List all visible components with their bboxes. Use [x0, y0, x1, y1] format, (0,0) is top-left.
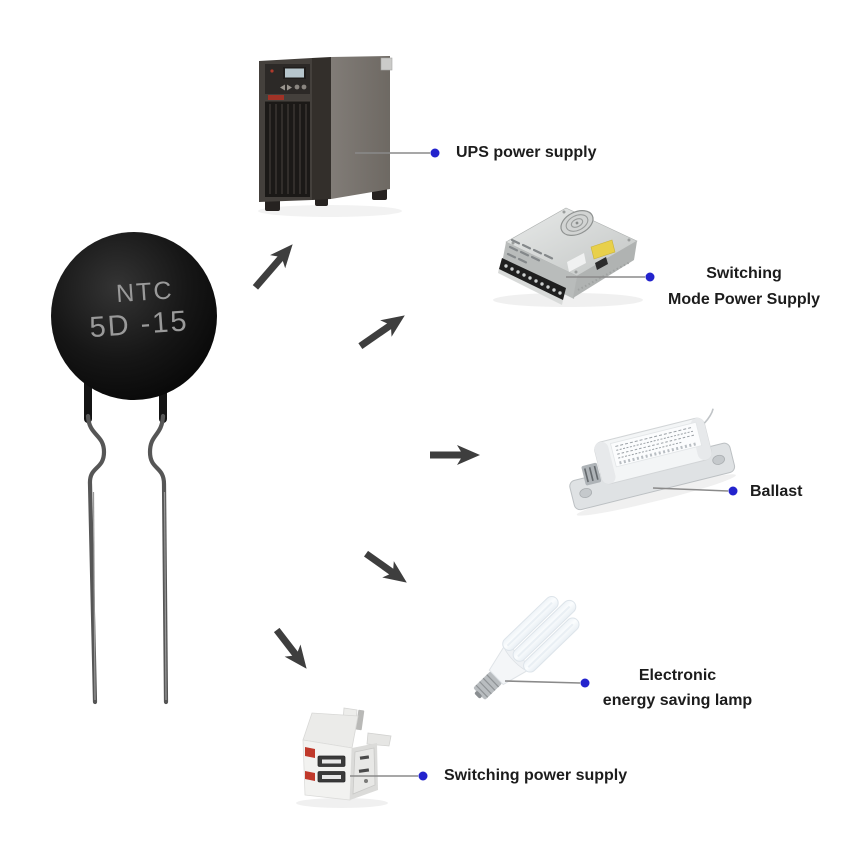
lamp-label-line2: energy saving lamp	[602, 692, 753, 709]
lamp-connector-dot	[580, 678, 590, 688]
ups-side-sticker	[380, 57, 393, 71]
arrow-to-plug	[273, 627, 307, 669]
thermistor-disc	[51, 232, 217, 400]
lamp-screw-base	[473, 672, 502, 700]
thermistor-lead-right	[147, 413, 169, 705]
plug-red-slider-top	[305, 747, 315, 758]
smps-fan-grille	[560, 210, 594, 236]
plug-label: Switching power supply	[444, 767, 628, 784]
arrow-to-ups	[252, 244, 293, 290]
lamp-label-line1: Electronic	[638, 667, 717, 684]
lamp-tubes	[502, 595, 580, 673]
smps-warning-label	[590, 239, 616, 260]
arrows	[252, 244, 480, 669]
smps-label: Switching Mode Power Supply	[654, 261, 834, 313]
ups-device-illustration	[258, 56, 402, 217]
ballast-connector-line	[652, 487, 729, 492]
smps-device-illustration	[493, 207, 643, 307]
lamp-connector-line	[504, 680, 581, 684]
lamp-label: Electronic energy saving lamp	[585, 663, 770, 713]
ups-lcd-display	[285, 68, 304, 78]
plug-connector-dot	[418, 771, 428, 781]
connector-dots	[418, 148, 738, 781]
thermistor-marking-line2: 5D -15	[89, 305, 190, 344]
plug-usb-ports	[317, 755, 346, 783]
arrow-to-lamp	[363, 550, 407, 583]
ballast-label: Ballast	[750, 483, 803, 500]
ballast-illustration	[569, 408, 736, 516]
plug-adapter-illustration	[296, 707, 392, 808]
plug-prong	[355, 709, 365, 731]
smps-connector-dot	[645, 272, 655, 282]
smps-label-line2: Mode Power Supply	[667, 291, 820, 308]
ballast-connector-dot	[728, 486, 738, 496]
plug-red-slider-bottom	[305, 771, 315, 781]
smps-terminal-strip	[499, 258, 566, 300]
ups-label: UPS power supply	[456, 144, 597, 161]
ballast-spec-label	[610, 421, 703, 468]
connectors	[350, 152, 729, 777]
cfl-lamp-illustration	[473, 595, 580, 700]
smps-label-line1: Switching	[706, 265, 782, 282]
ups-connector-dot	[430, 148, 440, 158]
ntc-thermistor-illustration: NTC 5D -15	[51, 232, 217, 705]
arrow-to-ballast	[430, 445, 480, 465]
ups-brand-logo	[268, 95, 284, 100]
arrow-to-smps	[358, 315, 405, 349]
thermistor-marking-line1: NTC	[115, 276, 174, 308]
thermistor-lead-left	[85, 413, 107, 705]
